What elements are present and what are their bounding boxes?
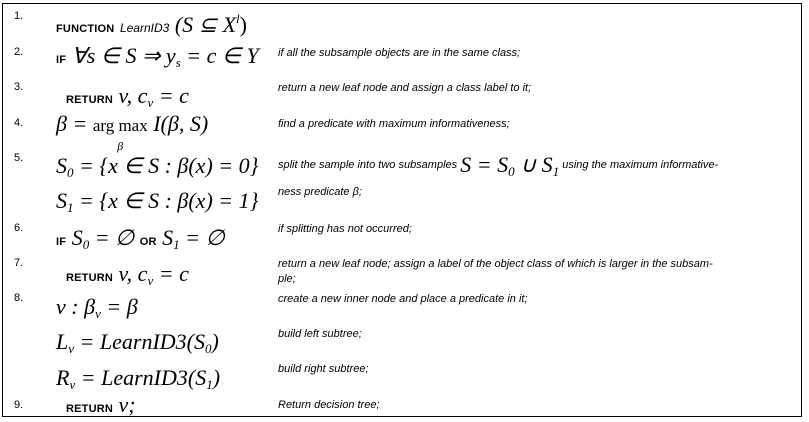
comment-line-5: split the sample into two subsamples S =… <box>278 152 719 179</box>
keyword-return: RETURN <box>66 272 114 284</box>
line-number-1: 1. <box>14 10 24 22</box>
line-number-7: 7. <box>14 257 24 269</box>
line-5-subset-s0: S0 = {x ∈ S : β(x) = 0} <box>56 153 259 180</box>
split-formula: S = S0 ∪ S1 <box>460 152 560 179</box>
line-2-code: IF ∀s ∈ S ⇒ ys = c ∈ Y <box>56 44 259 72</box>
line-6-code: IF S0 = ∅ OR S1 = ∅ <box>56 225 225 252</box>
keyword-function: FUNCTION <box>56 23 115 35</box>
line-number-3: 3. <box>14 81 24 93</box>
comment-line-7: return a new leaf node; assign a label o… <box>278 258 713 270</box>
comment-line-8: create a new inner node and place a pred… <box>278 293 528 305</box>
line-8-right-subtree: Rv = LearnID3(S1) <box>56 365 221 392</box>
function-name: LearnID3 <box>119 21 170 35</box>
comment-line-6: if splitting has not occurred; <box>278 223 412 235</box>
comment-line-3: return a new leaf node and assign a clas… <box>278 82 532 94</box>
line-5-subset-s1: S1 = {x ∈ S : β(x) = 1} <box>56 188 259 215</box>
condition-all-same-class: ∀s ∈ S ⇒ ys = c ∈ Y <box>71 43 259 70</box>
line-number-5: 5. <box>14 152 24 164</box>
line-number-6: 6. <box>14 222 24 234</box>
keyword-or: OR <box>139 236 157 248</box>
line-number-4: 4. <box>14 117 24 129</box>
line-1-code: FUNCTION LearnID3 (S ⊆ Xl) <box>56 11 247 41</box>
comment-line-4: find a predicate with maximum informativ… <box>278 118 510 130</box>
line-9-code: RETURN v; <box>66 392 136 417</box>
comment-line-5-continued: ness predicate β; <box>278 186 362 198</box>
comment-line-9: Return decision tree; <box>278 399 380 411</box>
function-signature: (S ⊆ Xl) <box>174 11 247 37</box>
keyword-return: RETURN <box>66 403 114 415</box>
line-number-9: 9. <box>14 399 24 411</box>
comment-right-subtree: build right subtree; <box>278 363 369 375</box>
return-leaf-expression: v, cv = c <box>118 83 189 110</box>
keyword-if: IF <box>56 54 67 66</box>
line-number-2: 2. <box>14 46 24 58</box>
algorithm-box <box>2 3 802 417</box>
comment-line-7-continued: ple; <box>278 273 296 285</box>
line-8-left-subtree: Lv = LearnID3(S0) <box>56 329 219 356</box>
comment-line-2: if all the subsample objects are in the … <box>278 47 521 59</box>
keyword-if: IF <box>56 236 67 248</box>
line-8-new-node: v : βv = β <box>56 294 138 321</box>
keyword-return: RETURN <box>66 94 114 106</box>
line-number-8: 8. <box>14 292 24 304</box>
line-7-code: RETURN v, cv = c <box>66 261 189 288</box>
comment-left-subtree: build left subtree; <box>278 328 362 340</box>
line-3-code: RETURN v, cv = c <box>66 84 189 112</box>
